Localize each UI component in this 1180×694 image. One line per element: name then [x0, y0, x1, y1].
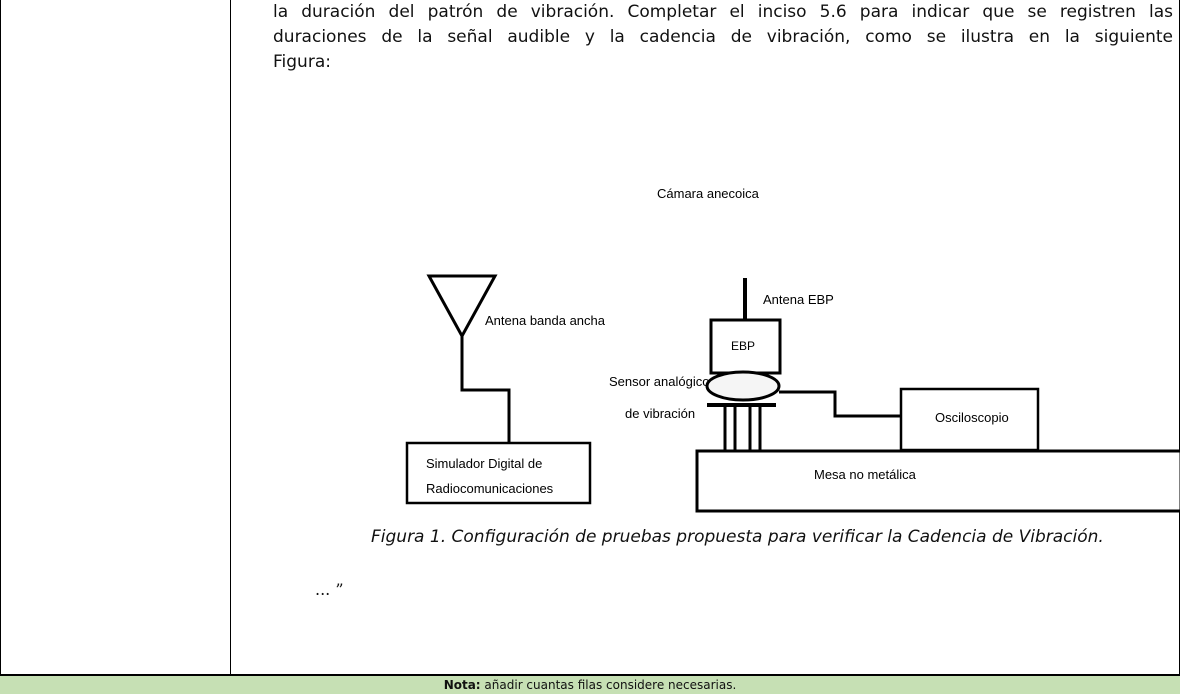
paragraph-line-3: Figura:	[273, 52, 331, 72]
ebp-device	[709, 318, 782, 375]
note-label: Nota:	[443, 678, 481, 692]
figure-caption: Figura 1. Configuración de pruebas propu…	[371, 527, 1104, 547]
sensor-label-line-1: Sensor analógico	[609, 374, 709, 389]
simulator-label-line-1: Simulador Digital de	[426, 456, 542, 471]
sensor-oscilloscope-cable	[779, 390, 901, 418]
chamber-label: Cámara anecoica	[657, 186, 760, 201]
simulator-label-line-2: Radiocomunicaciones	[426, 481, 554, 496]
paragraph: la duración del patrón de vibración. Com…	[273, 0, 1173, 75]
table-box	[695, 449, 1180, 513]
simulator-box	[405, 441, 592, 505]
ebp-antenna-label: Antena EBP	[763, 292, 834, 307]
note-text: añadir cuantas filas considere necesaria…	[480, 678, 737, 692]
oscilloscope-label: Osciloscopio	[935, 410, 1009, 425]
broadband-antenna-icon	[426, 274, 498, 340]
paragraph-line-1: la duración del patrón de vibración. Com…	[273, 2, 1173, 22]
note-bar: Nota: añadir cuantas filas considere nec…	[0, 675, 1180, 694]
broadband-antenna-label: Antena banda ancha	[485, 313, 606, 328]
content-cell: la duración del patrón de vibración. Com…	[230, 0, 1180, 675]
sensor-label-line-2: de vibración	[625, 406, 695, 421]
test-setup-diagram: Cámara anecoica Antena banda ancha Simul…	[405, 186, 1180, 513]
paragraph-line-2: duraciones de la señal audible y la cade…	[273, 27, 1173, 47]
closing-ellipsis: ... ”	[315, 580, 344, 599]
left-empty-cell	[0, 0, 231, 675]
broadband-antenna-cable	[460, 336, 511, 442]
ebp-label: EBP	[731, 339, 755, 353]
table-label: Mesa no metálica	[814, 467, 917, 482]
vibration-sensor-icon	[705, 370, 781, 402]
